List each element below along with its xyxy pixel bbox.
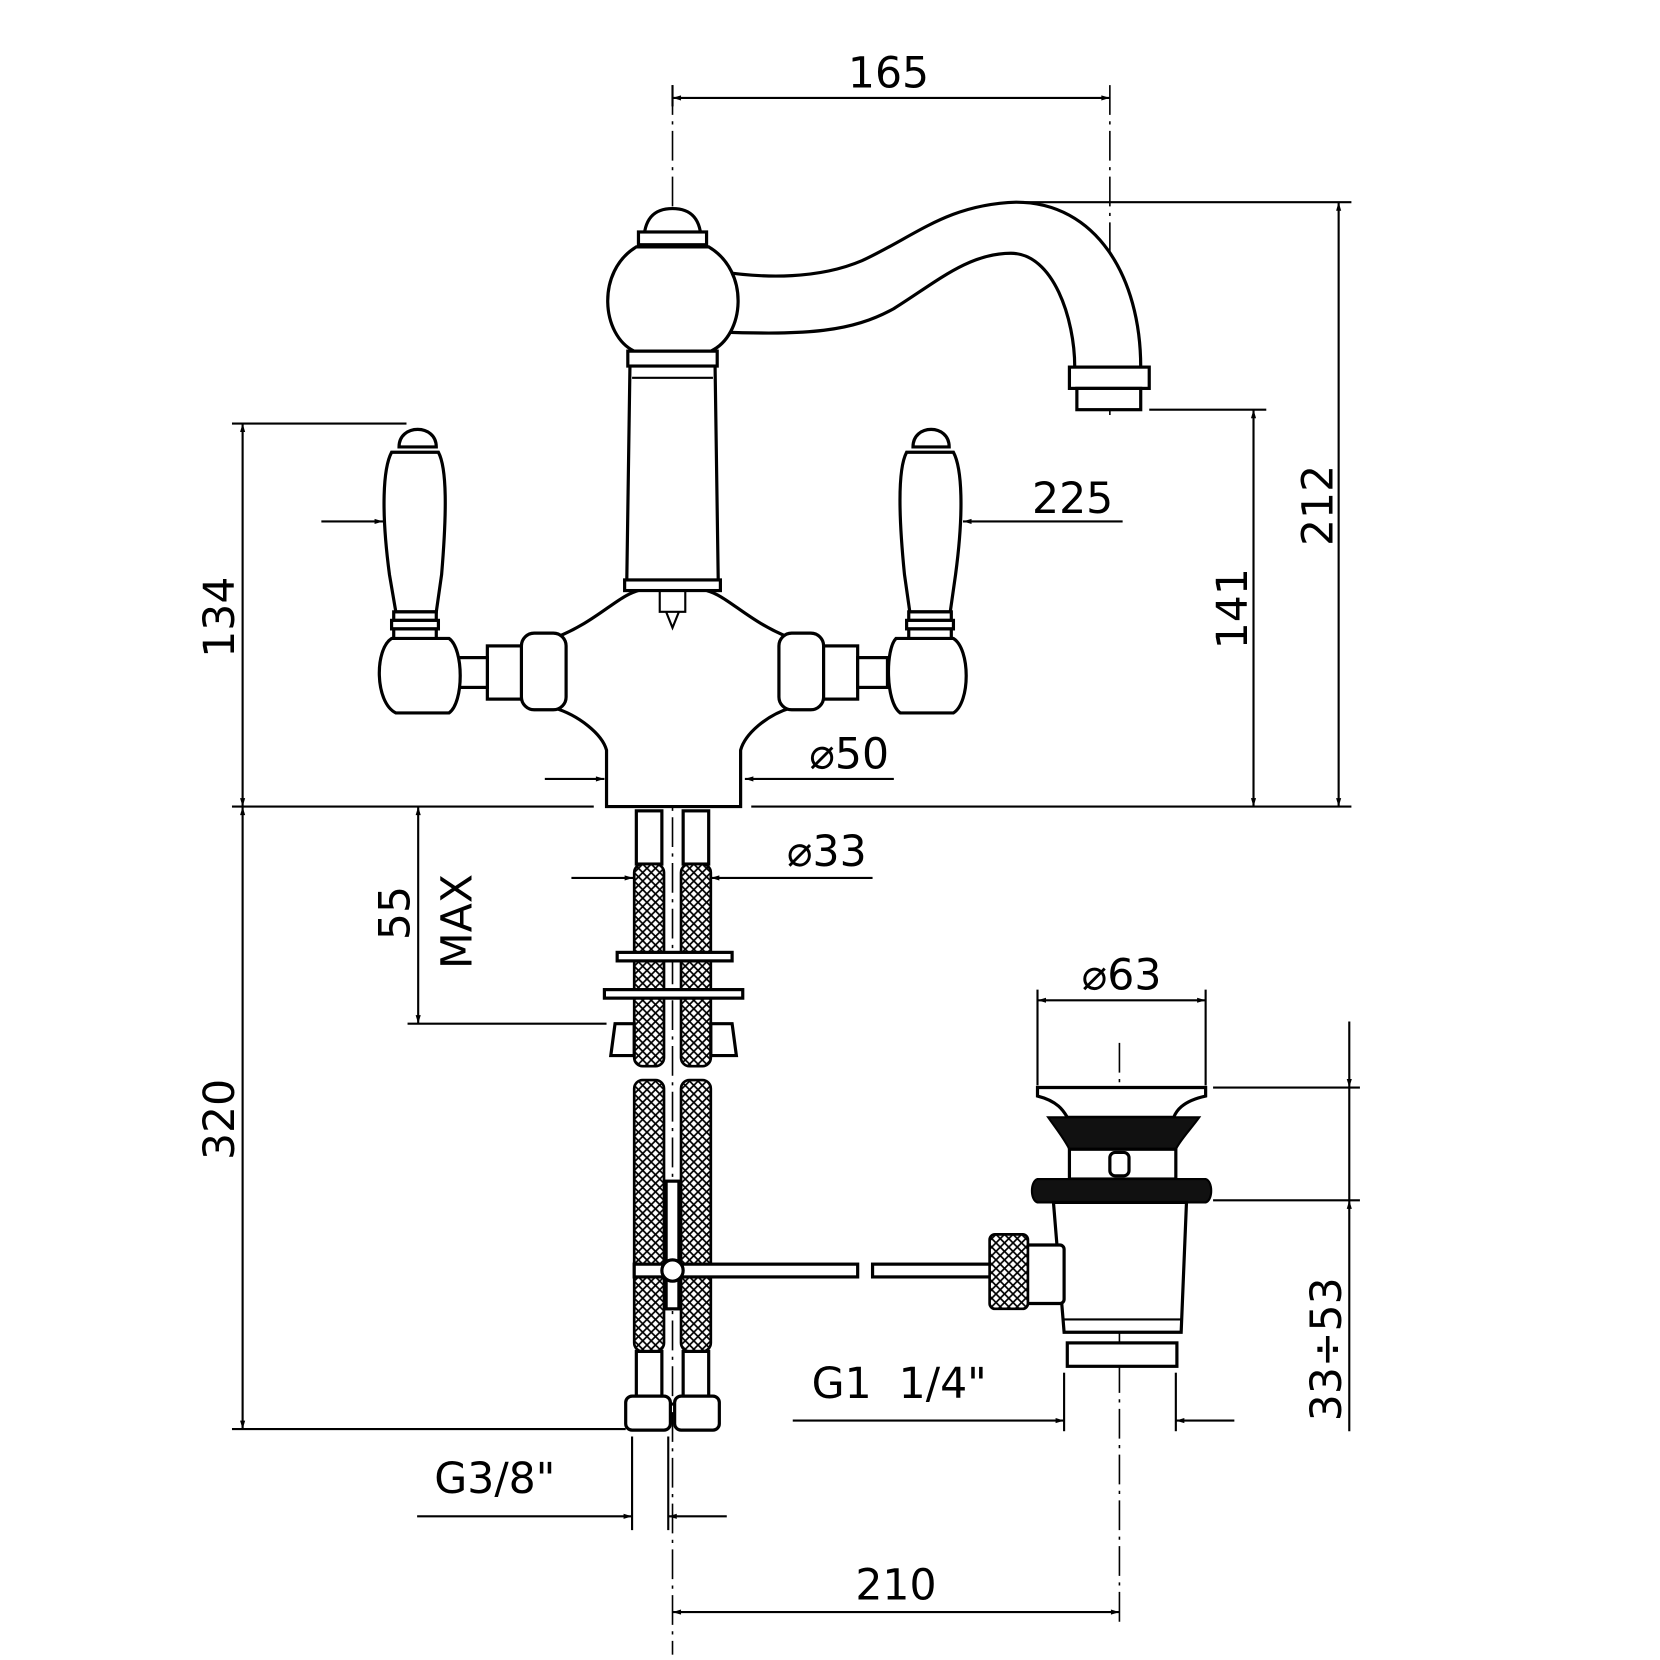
left-handle [377, 427, 462, 715]
dim-deck-thickness-max: MAX [432, 874, 482, 969]
dim-hose-thread: G3/8" [434, 1454, 555, 1504]
aerator [1067, 365, 1151, 390]
dim-waste-adjustment: 33÷53 [1302, 1277, 1352, 1421]
dim-handle-height: 134 [195, 577, 245, 658]
dimension-labels: 165 212 141 225 134 ⌀50 ⌀33 55 MAX 320 ⌀… [195, 48, 1352, 1610]
dim-base-diameter: ⌀50 [809, 729, 889, 779]
dim-waste-offset: 210 [855, 1560, 936, 1610]
faucet-body [455, 200, 1151, 809]
dimension-lines [240, 95, 1352, 1615]
dim-waste-flange-diameter: ⌀63 [1082, 951, 1162, 1001]
dim-deck-thickness: 55 [371, 886, 421, 940]
column [625, 364, 720, 585]
dim-waste-thread: G1 1/4" [812, 1359, 987, 1409]
base [551, 588, 794, 809]
supply-hoses [602, 809, 997, 1432]
dome [606, 245, 740, 353]
dim-hose-length: 320 [195, 1079, 245, 1160]
dim-shank-diameter: ⌀33 [787, 827, 867, 877]
dim-spout-reach: 165 [848, 48, 929, 98]
spout [716, 200, 1143, 369]
dim-spout-outlet-height: 141 [1208, 568, 1258, 649]
pop-up-waste [988, 1085, 1213, 1368]
right-handle [886, 427, 968, 715]
aerator-tip [1075, 386, 1143, 412]
dim-total-height: 212 [1293, 465, 1343, 546]
extension-lines [231, 85, 1360, 1531]
dim-handle-spread: 225 [1032, 474, 1113, 524]
